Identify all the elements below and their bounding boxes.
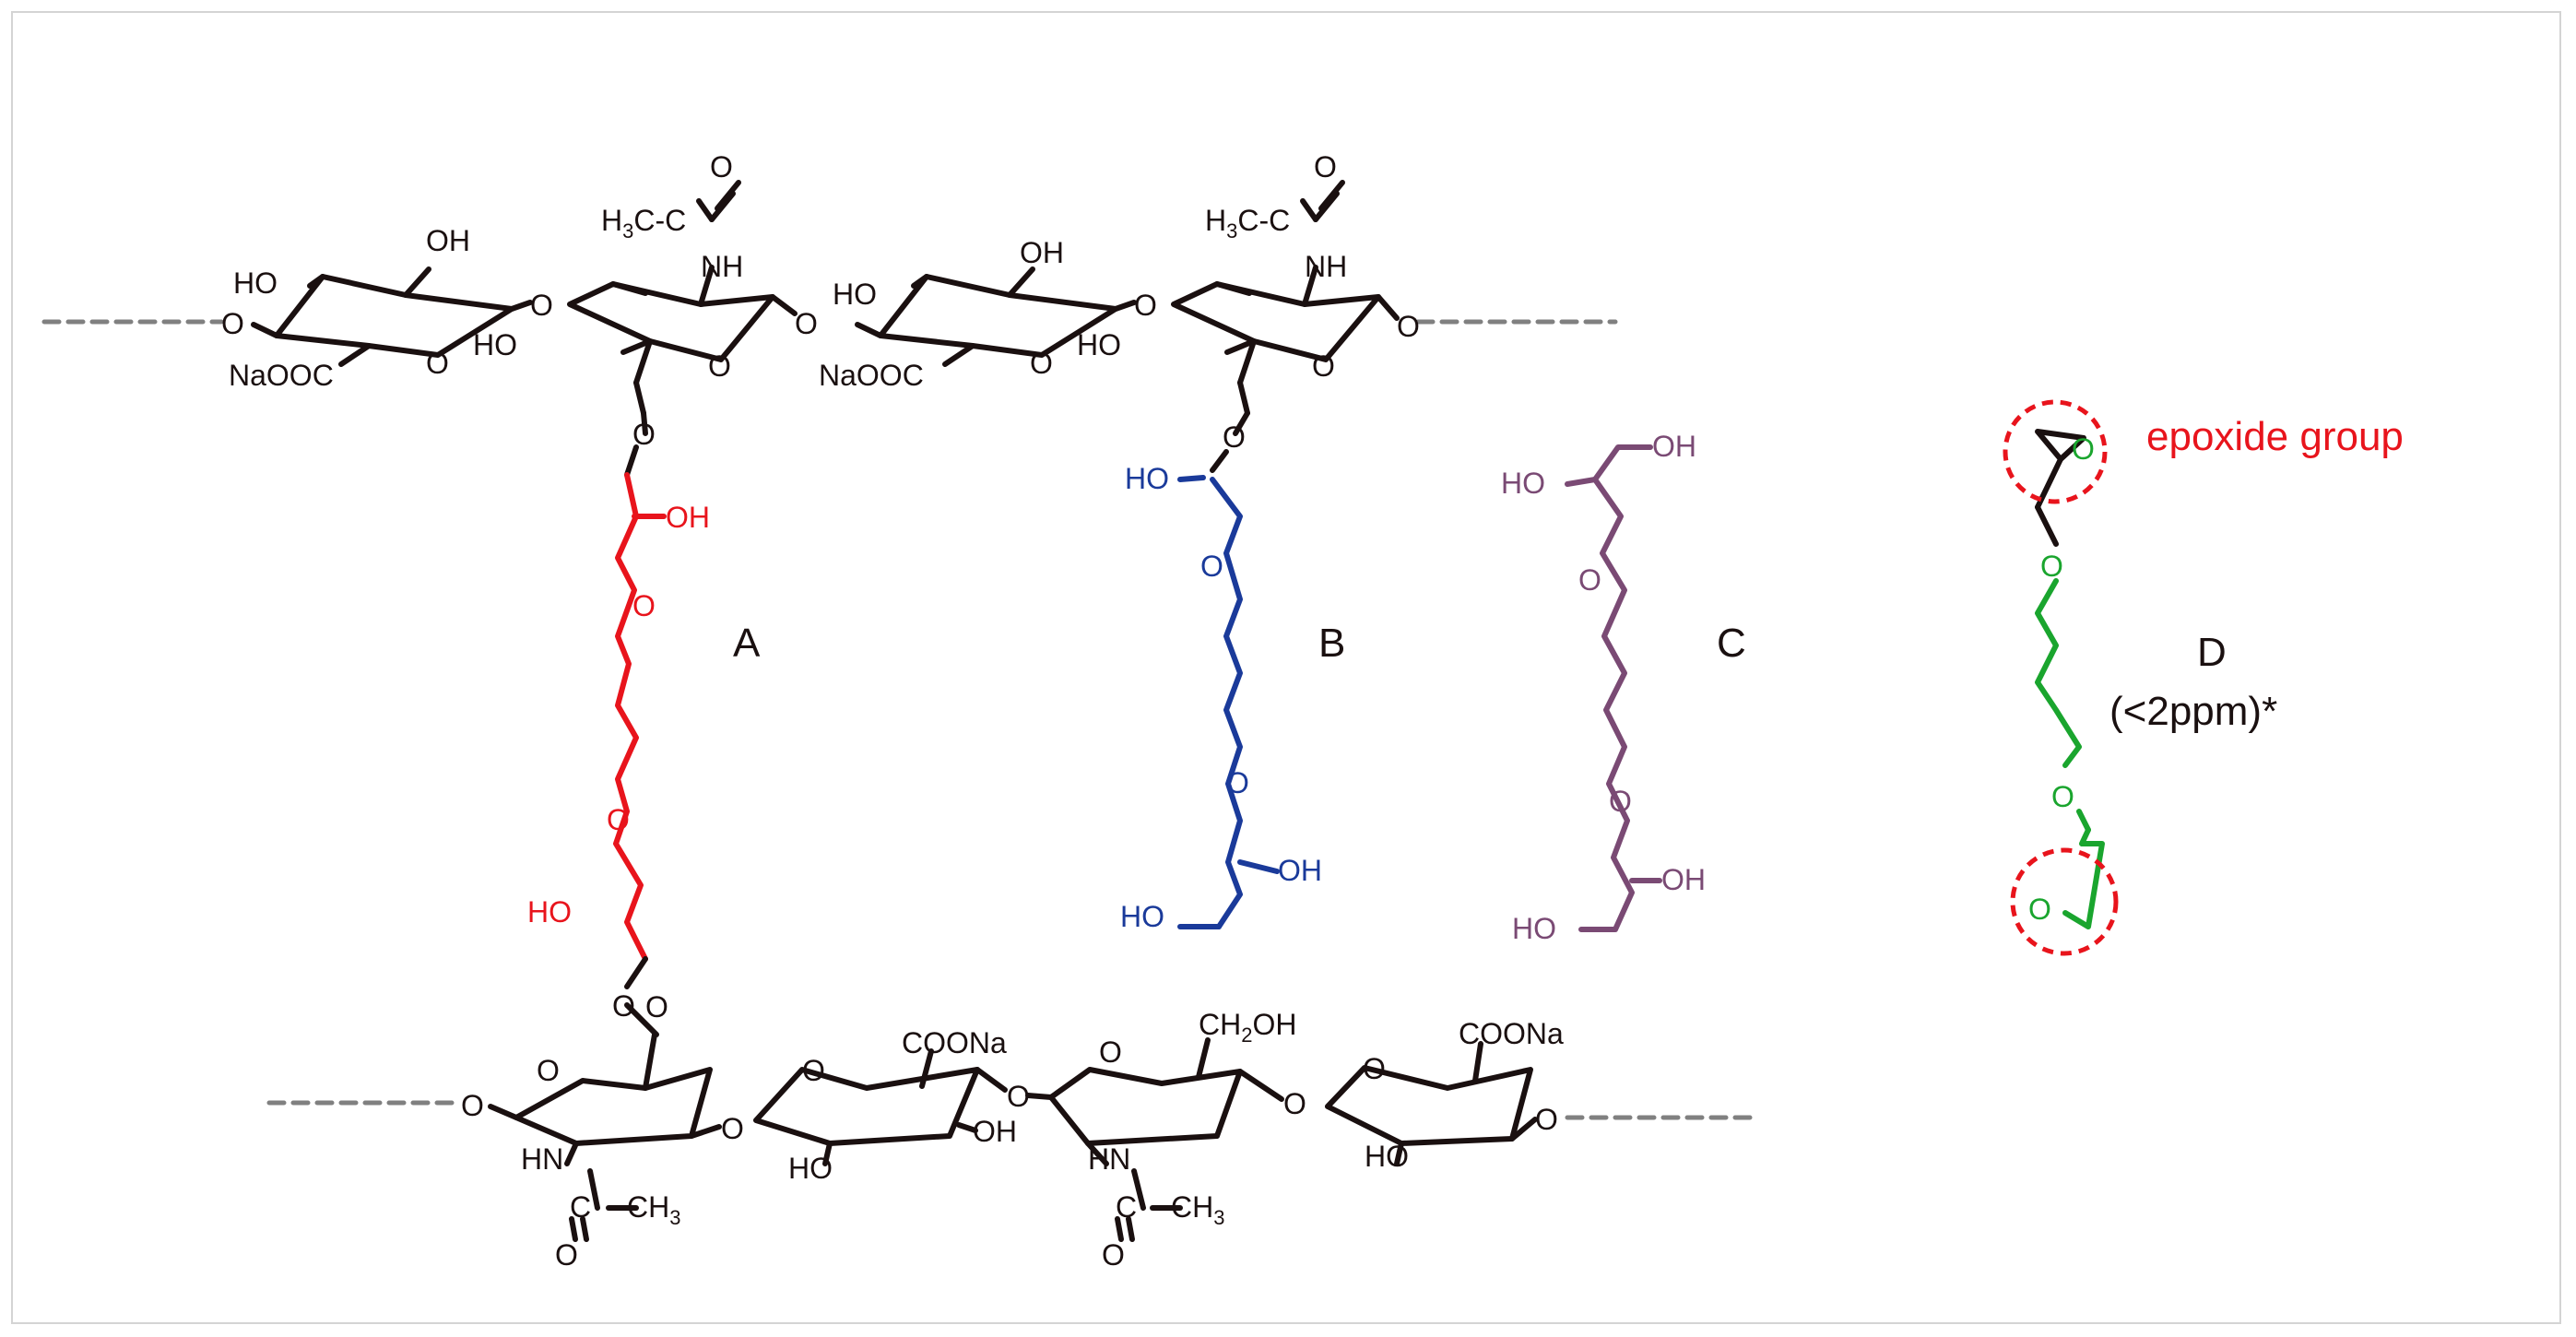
methyl-group: CH3 [1171,1190,1224,1229]
link-o: O [1134,289,1157,322]
chain-d-labels: O O O O [2028,432,2095,926]
chain-b [1177,410,1280,929]
ring-o: O [802,1054,825,1087]
atom-ho: HO [833,278,877,311]
linker-o: O [1223,420,1246,454]
label-c: C [1717,621,1746,666]
atom-naooc: NaOOC [229,359,334,392]
compound-labels: A B C D (<2ppm)* epoxide group [733,414,2404,734]
epoxide-group-label: epoxide group [2146,414,2404,459]
link-o: O [461,1089,484,1122]
ring-o: O [1030,347,1053,380]
link-o: O [795,307,818,340]
ring-o: O [426,347,449,380]
chain-c-ho: HO [1501,467,1545,500]
methyl-group: H3C-C [601,204,686,243]
chain-b-labels: O HO O O OH HO [1120,420,1322,933]
atom-nh: NH [701,250,743,283]
carbonyl-o: O [555,1238,578,1272]
methyl-group: H3C-C [1205,204,1290,243]
chain-c-ho: HO [1512,912,1556,945]
top-backbone-labels: HO OH O NaOOC O O HO O NH H3C-C O O HO O… [221,150,1420,392]
bottom-backbone-labels: O O O HN C CH3 O O O COONa OH HO O O CH2… [461,990,1564,1272]
link-o: O [721,1112,744,1145]
link-o: O [1535,1103,1558,1136]
chain-c-oh: OH [1652,430,1696,463]
label-b: B [1318,621,1345,666]
atom-ho: HO [233,266,278,300]
link-o: O [1283,1087,1306,1120]
atom-ho: HO [473,328,517,361]
carbonyl-o: O [1102,1238,1125,1272]
link-o: O [645,990,668,1023]
linker-o: O [612,989,635,1023]
chain-d [2035,429,2105,929]
bottom-backbone [266,1032,1756,1242]
label-d: D [2197,630,2227,675]
label-d-note: (<2ppm)* [2109,689,2277,734]
atom-ho: HO [788,1152,833,1185]
chain-c-o: O [1609,785,1632,818]
chain-c-oh: OH [1661,863,1706,896]
atom-oh: OH [973,1115,1017,1148]
chain-c-labels: OH HO O O OH HO [1501,430,1706,945]
amide-carbon: C [570,1190,591,1224]
atom-naooc: NaOOC [819,359,924,392]
epoxide-markers [2003,399,2119,956]
chain-b-ho: HO [1120,900,1164,933]
top-backbone [41,180,1618,416]
atom-oh: OH [1020,236,1064,269]
atom-o: O [221,307,244,340]
link-o: O [530,289,553,322]
atom-coona: COONa [1459,1017,1564,1050]
chain-d-o: O [2040,550,2063,583]
link-o: O [1397,310,1420,343]
epoxide-o: O [2028,893,2051,926]
chain-a-oh: OH [666,501,710,534]
atom-ho: HO [1365,1140,1409,1173]
chain-c-o: O [1578,563,1601,597]
hydroxymethyl-group: CH2OH [1199,1008,1296,1047]
chain-b-oh: OH [1278,854,1322,887]
chain-a-o: O [632,589,656,622]
epoxide-o: O [2072,432,2095,466]
chain-a-ho: HO [527,895,572,929]
chain-b-o: O [1200,550,1223,583]
atom-nh: NH [1305,250,1347,283]
chain-b-ho: HO [1125,462,1169,495]
carbonyl-o: O [1314,150,1337,183]
chain-d-o: O [2051,780,2074,813]
chain-a-o: O [607,803,630,836]
epoxide-circle-bottom [2010,847,2119,956]
figure-frame [11,11,2561,1324]
ring-o: O [1312,349,1335,383]
link-o: O [1007,1080,1030,1113]
atom-oh: OH [426,224,470,257]
amide-carbon: C [1116,1190,1137,1224]
chain-a-labels: O OH O O HO O [527,418,710,1023]
ring-o: O [1099,1035,1122,1069]
epoxide-circle-top [2003,399,2108,504]
methyl-group: CH3 [627,1190,680,1229]
label-a: A [733,621,761,666]
carbonyl-o: O [710,150,733,183]
atom-hn: HN [1088,1142,1130,1176]
chain-a [613,410,667,1037]
ring-o: O [537,1054,560,1087]
ring-o: O [1363,1052,1386,1085]
ring-o: O [708,349,731,383]
chain-b-o: O [1226,766,1249,799]
atom-coona: COONa [902,1026,1007,1059]
chain-c [1565,444,1662,932]
atom-ho: HO [1077,328,1121,361]
linker-o: O [632,418,656,451]
atom-hn: HN [521,1142,563,1176]
